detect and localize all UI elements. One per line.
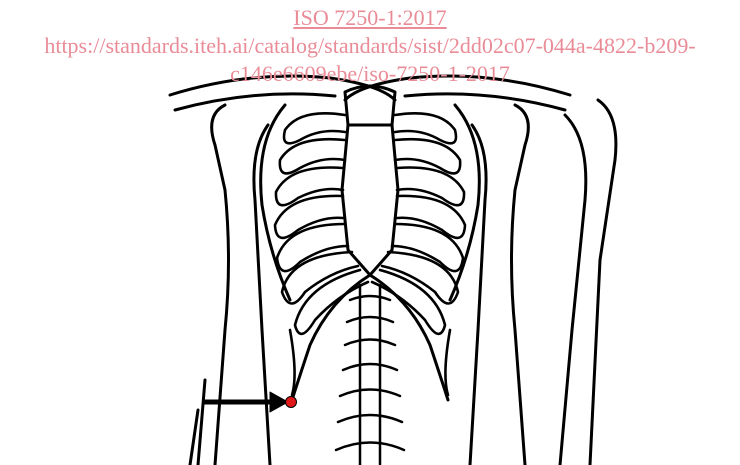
watermark-url-line-2: c146e6609ebe/iso-7250-1-2017	[0, 62, 740, 86]
costal-margins	[292, 275, 448, 400]
watermark-url-line-1: https://standards.iteh.ai/catalog/standa…	[0, 34, 740, 58]
vertebral-column	[336, 285, 404, 465]
sternum	[342, 86, 398, 275]
left-arm	[190, 105, 270, 465]
watermark-standard-title[interactable]: ISO 7250-1:2017	[0, 6, 740, 30]
right-ribs	[372, 113, 465, 395]
right-arm	[470, 100, 616, 465]
left-ribs	[275, 113, 368, 395]
marker-point	[286, 397, 297, 408]
